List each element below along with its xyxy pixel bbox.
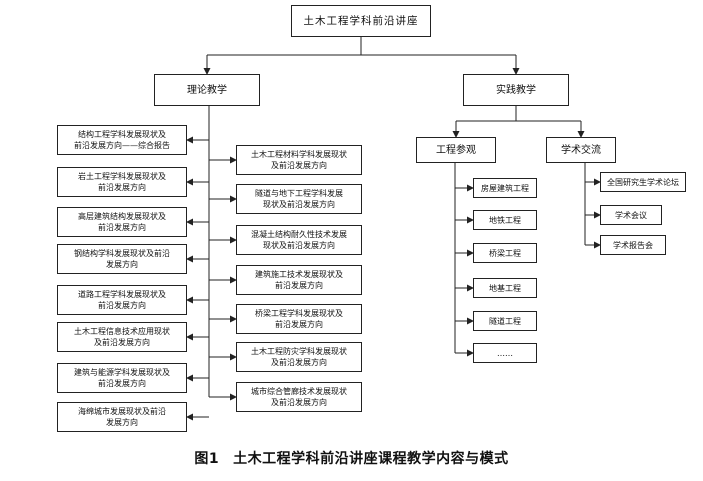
visit-item: 地铁工程 xyxy=(473,210,537,230)
theory-left-item: 岩土工程学科发展现状及 前沿发展方向 xyxy=(57,167,187,197)
engineering-visit-node: 工程参观 xyxy=(416,137,496,163)
visit-item: 桥梁工程 xyxy=(473,243,537,263)
theory-teaching-node: 理论教学 xyxy=(154,74,260,106)
practice-teaching-node: 实践教学 xyxy=(463,74,569,106)
theory-right-item: 建筑施工技术发展现状及 前沿发展方向 xyxy=(236,265,362,295)
exchange-item: 学术会议 xyxy=(600,205,662,225)
theory-right-item: 土木工程材料学科发展现状 及前沿发展方向 xyxy=(236,145,362,175)
figure-caption: 图1 土木工程学科前沿讲座课程教学内容与模式 xyxy=(0,448,703,468)
figure-number: 图1 xyxy=(194,451,220,467)
theory-left-item: 钢结构学科发展现状及前沿 发展方向 xyxy=(57,244,187,274)
figure-title: 土木工程学科前沿讲座课程教学内容与模式 xyxy=(233,451,509,467)
root-node: 土木工程学科前沿讲座 xyxy=(291,5,431,37)
exchange-item: 全国研究生学术论坛 xyxy=(600,172,686,192)
theory-left-item: 海绵城市发展现状及前沿 发展方向 xyxy=(57,402,187,432)
theory-left-item: 土木工程信息技术应用现状 及前沿发展方向 xyxy=(57,322,187,352)
visit-item: 房屋建筑工程 xyxy=(473,178,537,198)
exchange-item: 学术报告会 xyxy=(600,235,666,255)
theory-right-item: 隧道与地下工程学科发展 现状及前沿发展方向 xyxy=(236,184,362,214)
theory-left-item: 建筑与能源学科发展现状及 前沿发展方向 xyxy=(57,363,187,393)
theory-right-item: 城市综合管廊技术发展现状 及前沿发展方向 xyxy=(236,382,362,412)
visit-item: …… xyxy=(473,343,537,363)
theory-right-item: 混凝土结构耐久性技术发展 现状及前沿发展方向 xyxy=(236,225,362,255)
theory-left-item: 结构工程学科发展现状及 前沿发展方向——综合报告 xyxy=(57,125,187,155)
visit-item: 地基工程 xyxy=(473,278,537,298)
diagram-connectors xyxy=(186,37,601,421)
theory-left-item: 高层建筑结构发展现状及 前沿发展方向 xyxy=(57,207,187,237)
theory-right-item: 土木工程防灾学科发展现状 及前沿发展方向 xyxy=(236,342,362,372)
academic-exchange-node: 学术交流 xyxy=(546,137,616,163)
theory-right-item: 桥梁工程学科发展现状及 前沿发展方向 xyxy=(236,304,362,334)
visit-item: 隧道工程 xyxy=(473,311,537,331)
theory-left-item: 道路工程学科发展现状及 前沿发展方向 xyxy=(57,285,187,315)
